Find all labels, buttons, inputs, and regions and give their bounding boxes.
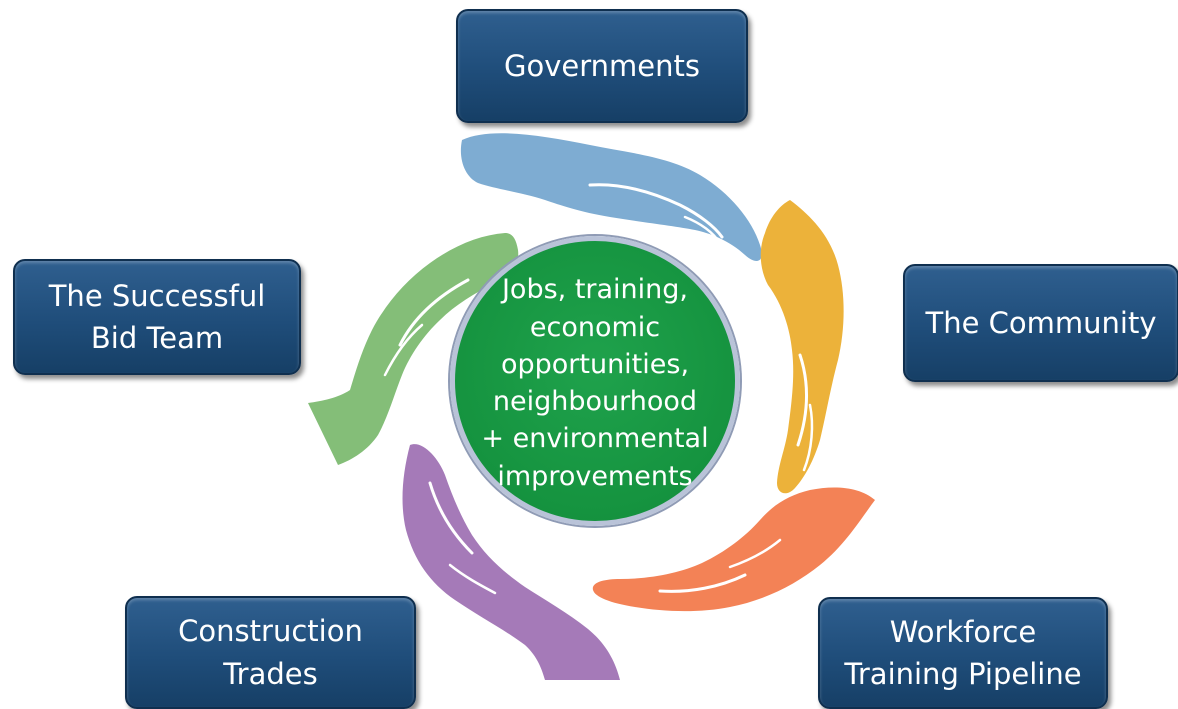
purple-hand-icon — [402, 444, 620, 680]
green-hand-icon — [308, 233, 519, 465]
yellow-hand-icon — [760, 200, 844, 494]
blue-hand-icon — [460, 133, 762, 261]
construction-trades-box: Construction Trades — [125, 596, 416, 709]
hands-ring-illustration — [308, 133, 875, 680]
orange-hand-icon — [592, 487, 875, 612]
community-box: The Community — [903, 264, 1178, 382]
workforce-pipeline-box: Workforce Training Pipeline — [818, 597, 1108, 709]
center-circle: Jobs, training, economic opportunities, … — [450, 236, 740, 526]
bid-team-box: The Successful Bid Team — [13, 259, 301, 375]
governments-box: Governments — [456, 9, 748, 123]
center-text: Jobs, training, economic opportunities, … — [481, 274, 709, 492]
